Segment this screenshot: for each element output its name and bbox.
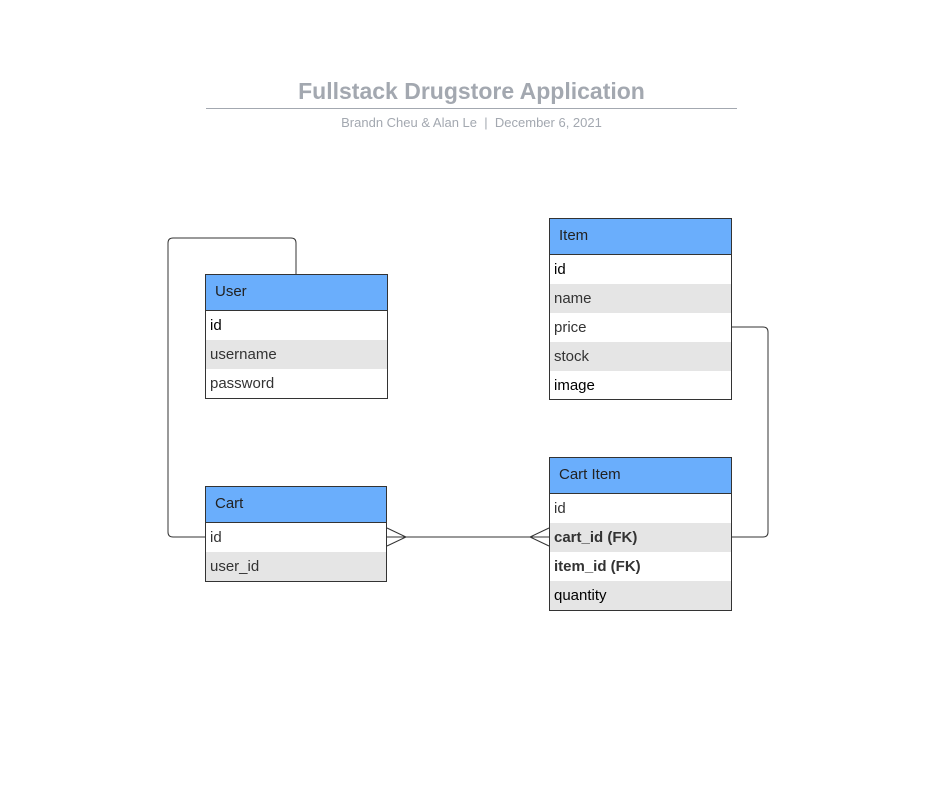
subtitle-authors: Brandn Cheu & Alan Le bbox=[341, 115, 478, 130]
connector-user-cart[interactable] bbox=[167, 237, 297, 538]
cart-item-field-cart-id: cart_id (FK) bbox=[550, 523, 731, 552]
cart-item-field-item-id: item_id (FK) bbox=[554, 558, 641, 575]
cart-field-user-id: user_id bbox=[206, 552, 386, 581]
cart-item-field-quantity: quantity bbox=[550, 581, 731, 610]
crowfoot-cartitem-side bbox=[528, 527, 550, 547]
subtitle-date: December 6, 2021 bbox=[494, 115, 602, 130]
diagram-title: Fullstack Drugstore Application bbox=[298, 78, 645, 104]
entity-item-header: Item bbox=[550, 219, 731, 255]
item-field-price: price bbox=[554, 319, 587, 336]
item-field-stock: stock bbox=[550, 342, 731, 371]
entity-user-header: User bbox=[206, 275, 387, 311]
entity-cart-item[interactable]: Cart Item id cart_id (FK) item_id (FK) q… bbox=[549, 457, 732, 611]
connector-item-cartitem[interactable] bbox=[731, 326, 769, 538]
diagram-subtitle: Brandn Cheu & Alan Le | December 6, 2021 bbox=[206, 114, 737, 132]
entity-cart-header: Cart bbox=[206, 487, 386, 523]
user-field-password: password bbox=[210, 375, 275, 392]
crowfoot-cart-side bbox=[386, 527, 408, 547]
item-field-name: name bbox=[550, 284, 731, 313]
item-field-image: image bbox=[554, 377, 595, 394]
entity-item[interactable]: Item id name price stock image bbox=[549, 218, 732, 400]
cart-field-id: id bbox=[210, 529, 222, 546]
title-divider bbox=[206, 108, 737, 109]
entity-cart[interactable]: Cart id user_id bbox=[205, 486, 387, 582]
cart-item-field-id: id bbox=[554, 500, 566, 517]
subtitle-separator: | bbox=[484, 115, 488, 130]
entity-cart-item-header: Cart Item bbox=[550, 458, 731, 494]
item-field-id: id bbox=[554, 261, 566, 278]
entity-user[interactable]: User id username password bbox=[205, 274, 388, 399]
user-field-username: username bbox=[206, 340, 387, 369]
user-field-id: id bbox=[210, 317, 222, 334]
